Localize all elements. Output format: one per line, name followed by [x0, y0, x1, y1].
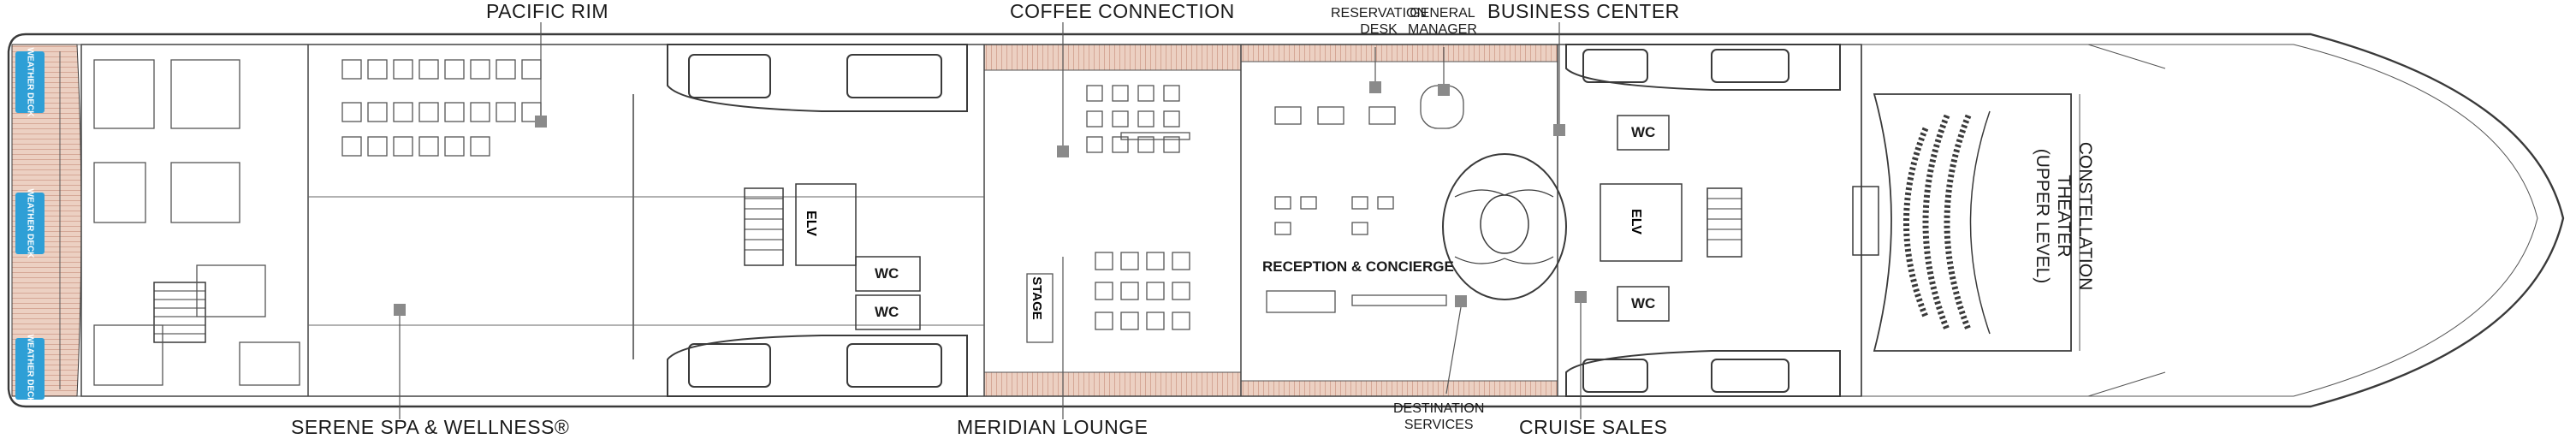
inner-hull: [23, 44, 2538, 397]
label-wc-3: WC: [1631, 124, 1656, 140]
promenade-bottom-left: [983, 371, 1242, 397]
reception-furniture: [1266, 85, 1464, 313]
label-wc-1: WC: [875, 265, 899, 282]
stairs-forward: [1600, 183, 1879, 262]
label-reception-concierge: RECEPTION & CONCIERGE: [1262, 258, 1454, 275]
label-stage: STAGE: [1029, 276, 1044, 320]
promenade-top-left: [983, 44, 1242, 71]
spa-stairs: [153, 282, 206, 343]
theater: [1873, 93, 2072, 352]
label-cruise-sales: CRUISE SALES: [1519, 416, 1668, 438]
lifeboats-top: [667, 44, 1841, 112]
label-elv-forward: ELV: [1628, 209, 1643, 234]
wc-rooms: [855, 115, 1670, 330]
meridian-tables: [1026, 252, 1190, 343]
label-coffee-connection: COFFEE CONNECTION: [1010, 0, 1235, 22]
leader-lines: [399, 22, 1582, 419]
promenade-bottom-right: [1240, 380, 1558, 397]
promenade-top-right: [1240, 44, 1558, 62]
label-meridian-lounge: MERIDIAN LOUNGE: [957, 416, 1149, 438]
weather-deck-badge-middle: WEATHER DECK: [15, 189, 45, 258]
label-constellation-theater: CONSTELLATION THEATER (UPPER LEVEL): [2033, 141, 2096, 291]
label-destination-services: DESTINATION SERVICES: [1393, 401, 1485, 432]
weather-deck-badge-top: WEATHER DECK: [15, 48, 45, 116]
weather-deck-badge-bottom: WEATHER DECK: [15, 335, 45, 403]
label-pacific-rim: PACIFIC RIM: [486, 0, 609, 22]
label-serene-spa: SERENE SPA & WELLNESS®: [291, 416, 570, 438]
weather-deck-badge-text: WEATHER DECK: [25, 188, 35, 258]
label-wc-2: WC: [875, 304, 899, 320]
stairs-aft: [744, 183, 857, 266]
spa-rooms: [93, 59, 300, 386]
weather-deck-badge-text: WEATHER DECK: [25, 47, 35, 117]
lifeboats-bottom: [667, 335, 1841, 397]
label-general-manager: GENERAL MANAGER: [1408, 6, 1477, 37]
hull-outline: [7, 33, 2565, 408]
coffee-tables: [1086, 85, 1190, 153]
label-reservation-desk: RESERVATION DESK: [1331, 6, 1427, 37]
atrium-stair: [1442, 153, 1567, 300]
weather-deck-badge-text: WEATHER DECK: [25, 334, 35, 404]
location-markers: [394, 81, 1587, 316]
label-elv-aft: ELV: [803, 211, 818, 236]
label-wc-4: WC: [1631, 295, 1656, 312]
label-business-center: BUSINESS CENTER: [1487, 0, 1680, 22]
